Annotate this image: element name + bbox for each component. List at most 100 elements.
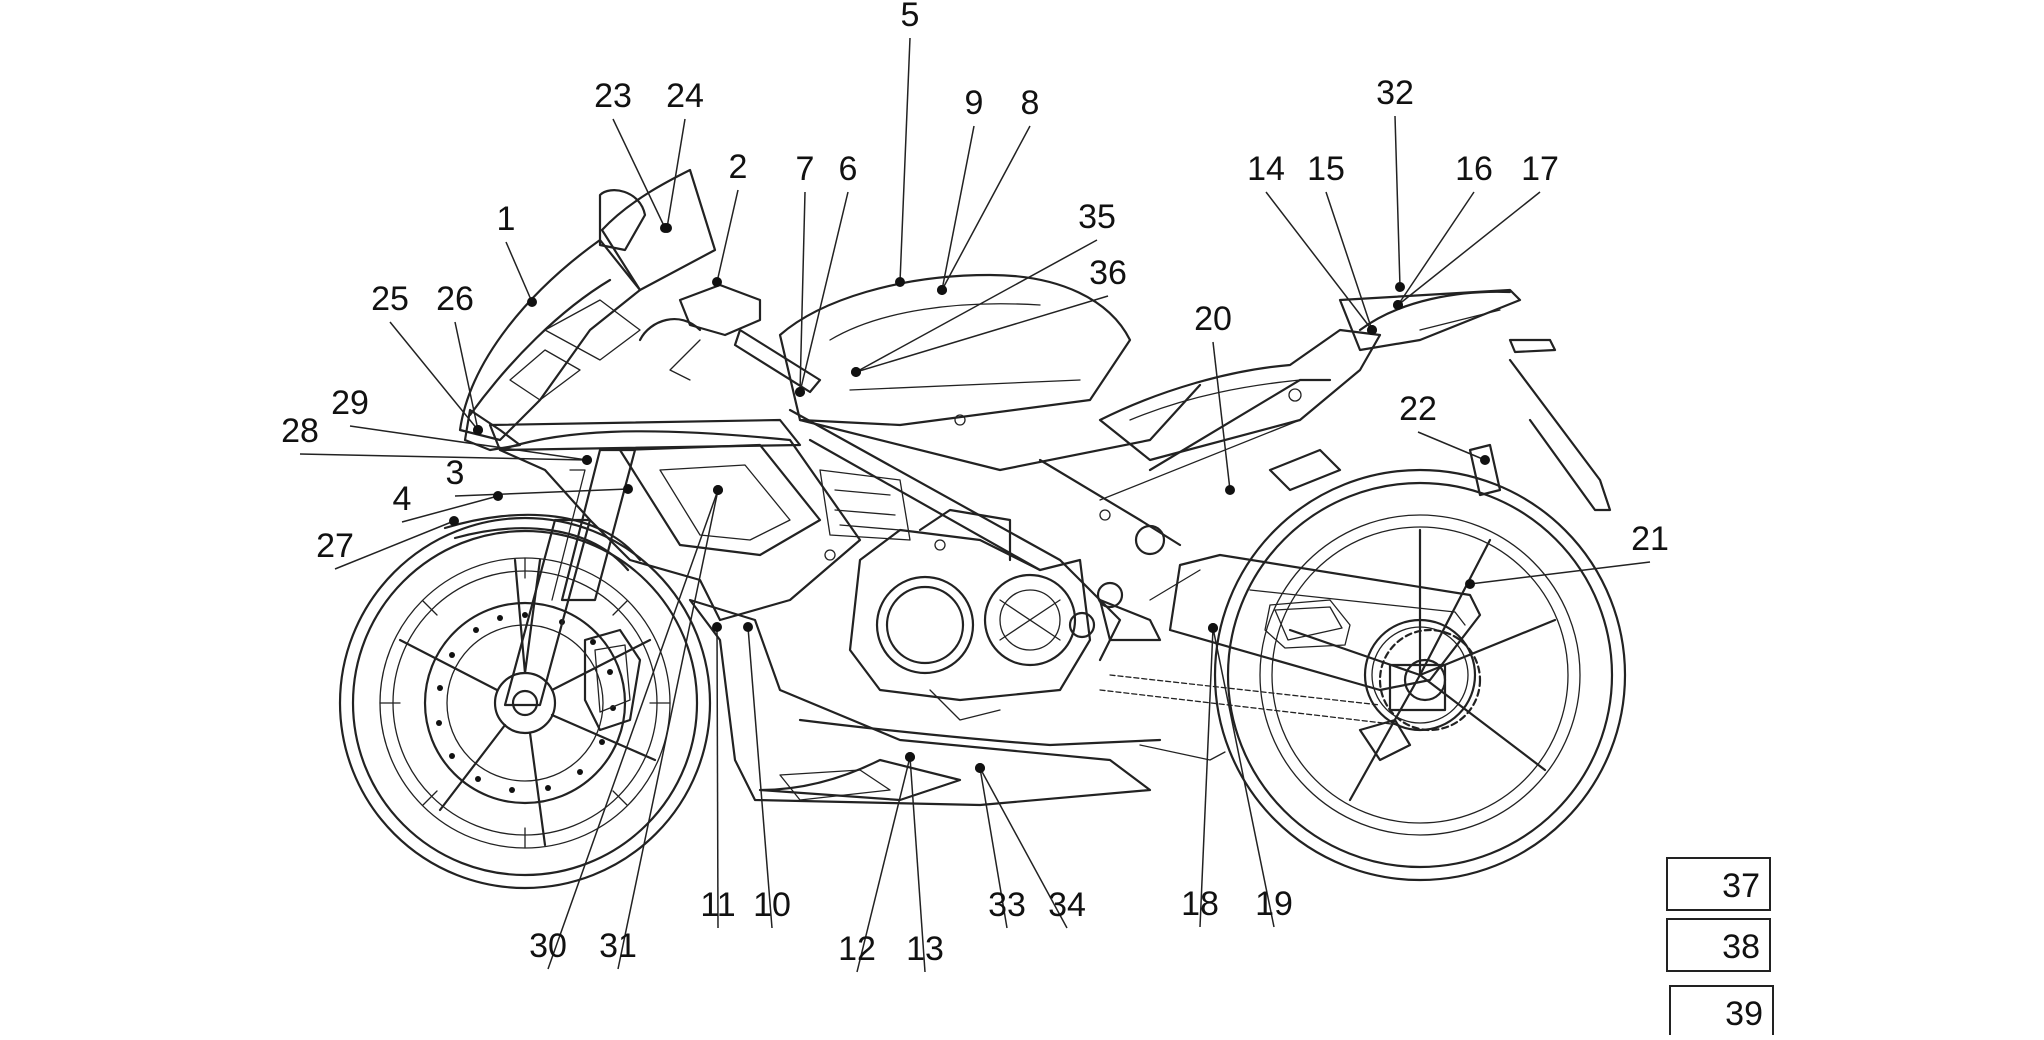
leader-line-2 [716,189,739,283]
callout-label-8: 8 [1021,84,1040,122]
leader-line-25 [389,321,479,431]
anchor-dot-36 [851,367,861,377]
reference-box-frame [1666,857,1771,911]
anchor-dot-1 [527,297,537,307]
rear-wheel [1213,468,1627,882]
leader-line-30 [547,489,719,970]
leader-line-6 [799,191,849,393]
handlebar [638,283,822,394]
callout-label-13: 13 [906,930,944,968]
leader-line-26 [454,321,479,431]
callout-label-2: 2 [729,148,748,186]
leader-line-3 [454,488,629,497]
callout-label-31: 31 [599,927,637,965]
callout-label-14: 14 [1247,150,1285,188]
leader-line-9 [941,125,975,291]
callout-label-15: 15 [1307,150,1345,188]
reference-box-label: 39 [1725,995,1763,1033]
reference-box-label: 37 [1722,867,1760,905]
anchor-dot-15 [1367,325,1377,335]
anchor-dot-11 [712,622,722,632]
anchor-dot-7 [795,387,805,397]
callout-label-24: 24 [666,77,704,115]
callout-label-28: 28 [281,412,319,450]
callout-label-10: 10 [753,886,791,924]
anchor-dot-20 [1225,485,1235,495]
anchor-dot-24 [662,223,672,233]
leader-line-1 [505,241,533,303]
callout-label-35: 35 [1078,198,1116,236]
callout-label-29: 29 [331,384,369,422]
leader-line-11 [716,626,719,929]
callout-label-16: 16 [1455,150,1493,188]
callout-label-20: 20 [1194,300,1232,338]
anchor-dot-19 [1208,623,1218,633]
callout-label-1: 1 [497,200,516,238]
leader-line-19 [1212,627,1275,928]
anchor-dot-2 [712,277,722,287]
anchor-dot-32 [1395,282,1405,292]
bolts [824,388,1302,561]
callout-label-7: 7 [796,150,815,188]
frame [788,378,1332,662]
leader-line-8 [941,125,1031,291]
anchor-dot-13 [905,752,915,762]
leader-line-14 [1265,191,1373,331]
anchor-dot-4 [493,491,503,501]
callout-label-19: 19 [1255,885,1293,923]
engine [798,448,1342,761]
callout-label-26: 26 [436,280,474,318]
leader-line-18 [1199,627,1214,928]
leader-line-28 [299,453,588,461]
anchor-dot-9 [937,285,947,295]
reference-boxes: 37 38 39 [1666,857,1774,1039]
callout-label-32: 32 [1376,74,1414,112]
leader-line-31 [617,489,719,970]
anchor-dot-17 [1393,300,1403,310]
anchor-dot-5 [895,277,905,287]
leader-line-36 [855,295,1109,373]
leader-line-29 [349,425,588,461]
leader-line-16 [1397,191,1475,306]
callout-label-34: 34 [1048,886,1086,924]
callout-label-22: 22 [1399,390,1437,428]
leader-line-33 [979,767,1008,929]
leader-line-20 [1212,341,1231,491]
seat-tail [1098,288,1612,512]
callout-label-9: 9 [965,84,984,122]
leader-line-35 [855,239,1098,373]
leader-line-15 [1325,191,1373,331]
leader-line-7 [799,191,806,393]
fairing [458,168,1152,807]
leader-line-32 [1394,115,1401,288]
leader-line-12 [856,756,911,973]
callout-label-30: 30 [529,927,567,965]
anchor-dot-3 [623,484,633,494]
anchor-dot-34 [975,763,985,773]
anchor-dot-29 [582,455,592,465]
leader-line-21 [1469,561,1651,585]
anchor-dot-31 [713,485,723,495]
callout-label-5: 5 [901,0,920,34]
reference-box-38: 38 [1666,918,1771,972]
disc-holes [436,612,616,793]
anchor-dot-27 [449,516,459,526]
callout-label-4: 4 [393,480,412,518]
anchor-dot-26 [473,425,483,435]
callout-label-18: 18 [1181,885,1219,923]
callout-label-36: 36 [1089,254,1127,292]
leader-line-23 [612,118,666,229]
callout-label-11: 11 [700,886,735,924]
anchor-dot-22 [1480,455,1490,465]
callout-label-6: 6 [839,150,858,188]
leader-line-5 [899,37,911,283]
callout-label-27: 27 [316,527,354,565]
leader-line-24 [666,118,686,229]
front-fork [443,448,642,707]
leader-line-4 [401,495,499,523]
anchor-dot-10 [743,622,753,632]
leader-line-27 [334,520,455,570]
reference-box-frame [1666,918,1771,972]
